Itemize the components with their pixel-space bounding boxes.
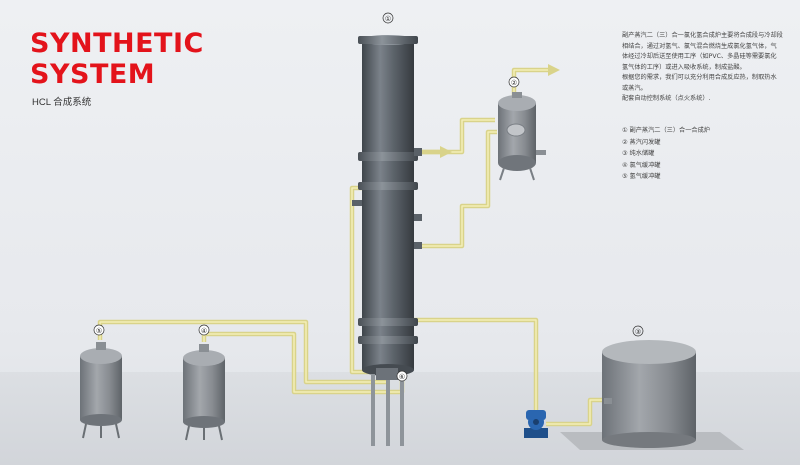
title-line-2: SYSTEM bbox=[30, 59, 156, 90]
chlorine-buffer-tank bbox=[183, 344, 225, 441]
svg-text:④: ④ bbox=[201, 327, 207, 335]
description-line: 相结合，通过对氢气、氯气混合燃烧生成氯化氢气体，气 bbox=[622, 42, 777, 50]
description-line: 体经过冷却后送至使用工序（如PVC、多晶硅等需要氯化 bbox=[622, 53, 777, 60]
marker-4: ④ bbox=[198, 324, 210, 336]
hydrogen-buffer-tank bbox=[80, 342, 122, 439]
title-line-1: SYNTHETIC bbox=[30, 28, 204, 59]
water-pump bbox=[524, 410, 548, 438]
synthesis-furnace bbox=[352, 35, 422, 446]
hydrogen-line bbox=[97, 319, 388, 385]
flash-down-pipe bbox=[418, 129, 497, 249]
legend-item-flash-tank: ② 蒸汽闪发罐 bbox=[622, 138, 661, 146]
marker-6: ⑥ bbox=[396, 370, 408, 382]
flash-to-furnace-pipe bbox=[418, 117, 495, 155]
furnace-outlet-arrow bbox=[440, 146, 452, 158]
steam-flash-tank bbox=[498, 92, 546, 181]
furnace-to-pump-pipe bbox=[414, 317, 539, 410]
legend-item-chlorine-buffer: ④ 氯气缓冲罐 bbox=[622, 161, 661, 169]
description-line: 或蒸汽。 bbox=[622, 84, 647, 92]
description-line: 配套自动控制系统（点火系统）. bbox=[622, 95, 711, 102]
svg-text:②: ② bbox=[511, 79, 517, 87]
marker-1: ① bbox=[382, 12, 394, 24]
page-title: SYNTHETIC SYSTEM bbox=[30, 28, 204, 90]
pump-to-tank-pipe bbox=[546, 397, 604, 427]
marker-5: ⑤ bbox=[93, 324, 105, 336]
marker-2: ② bbox=[508, 76, 520, 88]
legend-item-hydrogen-buffer: ⑤ 氢气缓冲罐 bbox=[622, 173, 661, 180]
svg-text:⑥: ⑥ bbox=[399, 373, 405, 381]
legend-item-synthesis-furnace: ① 副产蒸汽二（三）合一合成炉 bbox=[622, 127, 710, 134]
description-block: 副产蒸汽二（三）合一氯化氢合成炉主要将合成段与冷却段 相结合，通过对氢气、氯气混… bbox=[622, 31, 790, 105]
description-line: 副产蒸汽二（三）合一氯化氢合成炉主要将合成段与冷却段 bbox=[622, 32, 783, 39]
equipment-legend: ① 副产蒸汽二（三）合一合成炉 ② 蒸汽闪发罐 ③ 纯水储罐 ④ 氯气缓冲罐 ⑤… bbox=[622, 125, 710, 183]
legend-item-water-tank: ③ 纯水储罐 bbox=[622, 150, 655, 157]
description-line: 根据您的需求，我们可以充分利用合成反应热，制取热水 bbox=[622, 74, 777, 81]
description-line: 氢气体的工序）或进入吸收系统，制成盐酸。 bbox=[622, 63, 746, 71]
svg-text:③: ③ bbox=[635, 328, 641, 336]
marker-3: ③ bbox=[632, 325, 644, 337]
pure-water-tank bbox=[560, 340, 744, 450]
svg-text:⑤: ⑤ bbox=[96, 327, 102, 335]
steam-outlet-arrow bbox=[548, 64, 560, 76]
page-subtitle: HCL 合成系统 bbox=[32, 97, 92, 108]
svg-text:①: ① bbox=[385, 15, 391, 23]
